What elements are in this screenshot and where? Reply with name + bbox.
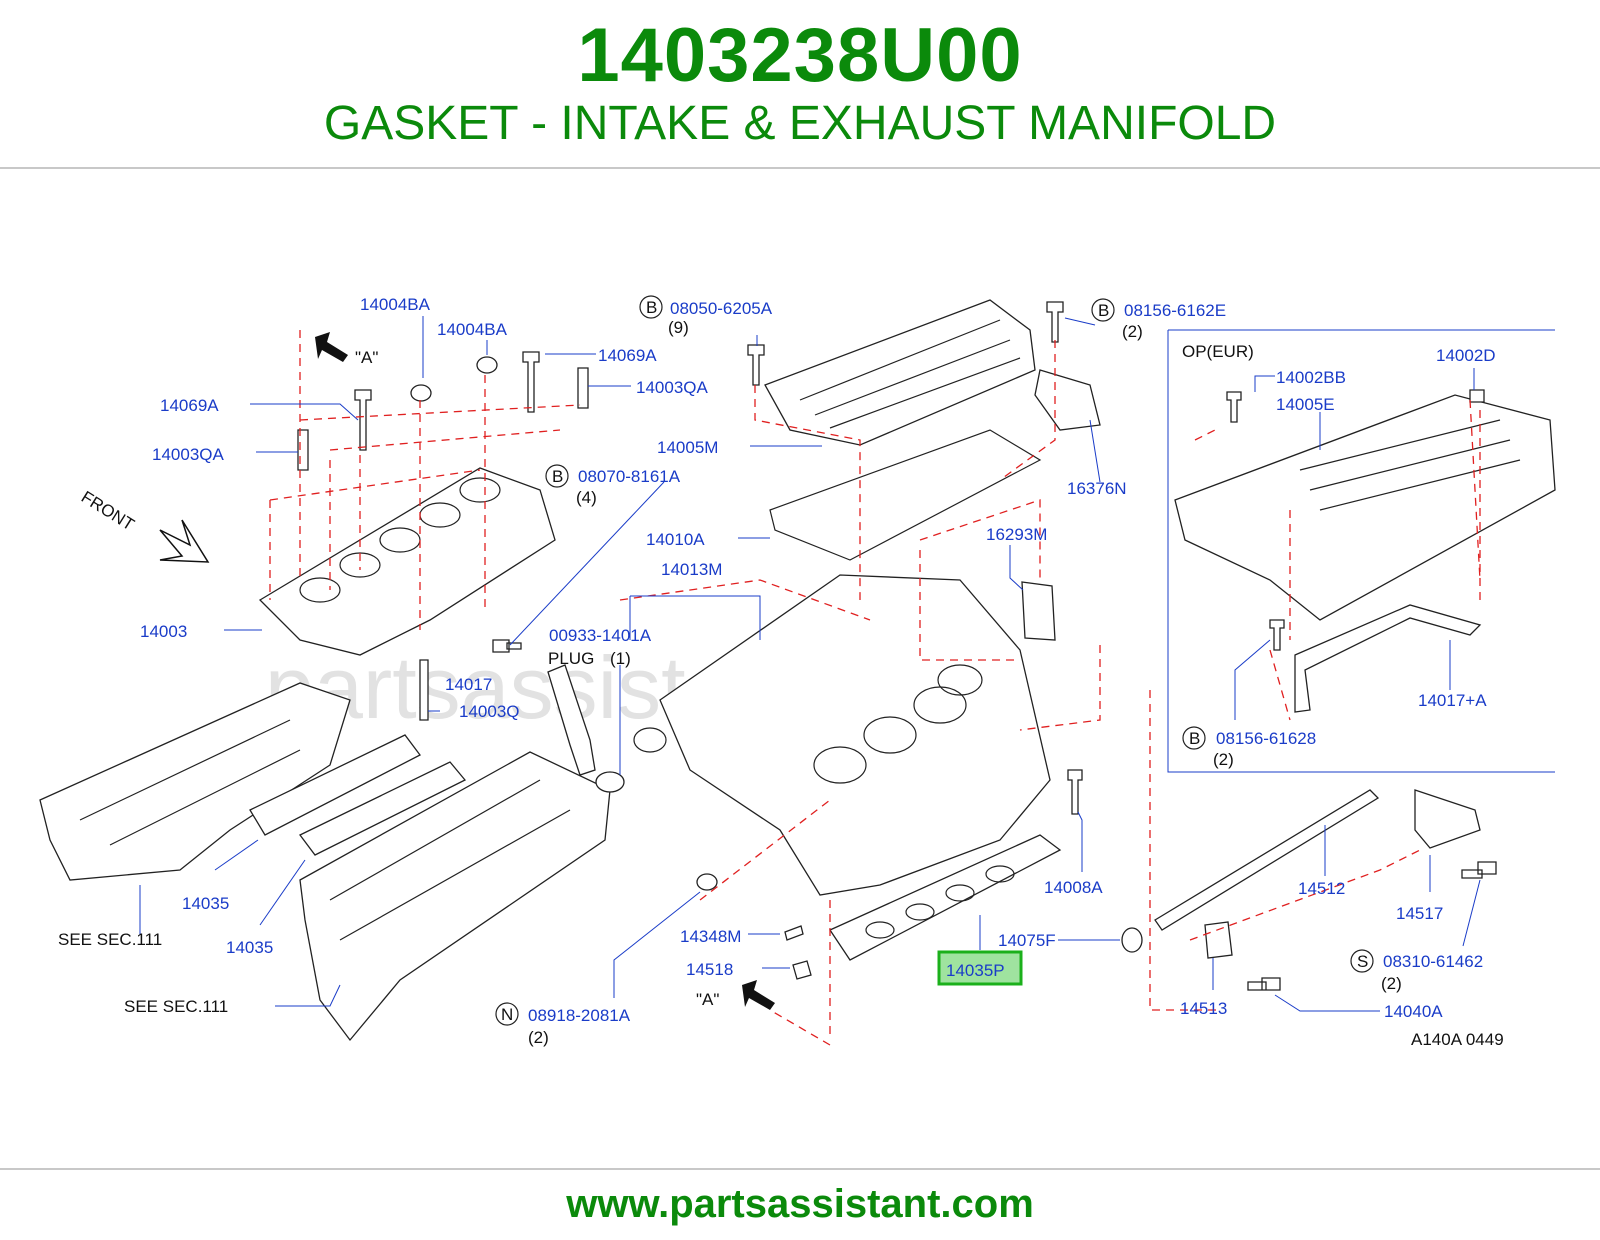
svg-text:N: N bbox=[501, 1005, 513, 1024]
label-14003QA-1[interactable]: 14003QA bbox=[636, 378, 708, 397]
gasket-16293M bbox=[1021, 581, 1056, 641]
label-14005E[interactable]: 14005E bbox=[1276, 395, 1335, 414]
label-14348M[interactable]: 14348M bbox=[680, 927, 741, 946]
front-label: FRONT bbox=[78, 487, 138, 534]
intake-manifold-14013M bbox=[633, 574, 1051, 896]
op-eur-frame bbox=[1167, 329, 1555, 773]
svg-text:S: S bbox=[1357, 952, 1368, 971]
collector-cover-14005M bbox=[764, 299, 1036, 446]
label-14005M[interactable]: 14005M bbox=[657, 438, 718, 457]
label-14040A[interactable]: 14040A bbox=[1384, 1002, 1443, 1021]
assembly-lines bbox=[269, 330, 1481, 1046]
label-14004BA-2[interactable]: 14004BA bbox=[437, 320, 508, 339]
label-08918-2081A[interactable]: 08918-2081A bbox=[528, 1006, 631, 1025]
label-14513[interactable]: 14513 bbox=[1180, 999, 1227, 1018]
valve-14517 bbox=[1414, 789, 1481, 849]
label-14069A-1[interactable]: 14069A bbox=[598, 346, 657, 365]
footer-url[interactable]: www.partsassistant.com bbox=[566, 1182, 1034, 1226]
label-08310-61462[interactable]: 08310-61462 bbox=[1383, 952, 1483, 971]
callout-b-08070: B bbox=[545, 464, 569, 488]
rail-14512 bbox=[1154, 789, 1380, 931]
gasket-14513 bbox=[1204, 921, 1233, 959]
qty-1: (1) bbox=[610, 649, 631, 668]
view-a-label-top: "A" bbox=[355, 348, 378, 367]
diagram-code: A140A 0449 bbox=[1411, 1030, 1504, 1049]
label-14017A[interactable]: 14017+A bbox=[1418, 691, 1487, 710]
label-08050-6205A[interactable]: 08050-6205A bbox=[670, 299, 773, 318]
view-a-label-bottom: "A" bbox=[696, 990, 719, 1009]
svg-text:B: B bbox=[1189, 729, 1200, 748]
label-14002BB[interactable]: 14002BB bbox=[1276, 368, 1346, 387]
gasket-14035-b bbox=[299, 761, 467, 856]
view-a-arrow-icon-bottom bbox=[742, 980, 775, 1010]
bracket-14017 bbox=[547, 664, 596, 776]
callout-s-08310: S bbox=[1350, 949, 1374, 973]
label-14069A-2[interactable]: 14069A bbox=[160, 396, 219, 415]
label-16293M[interactable]: 16293M bbox=[986, 525, 1047, 544]
callout-b-08050: B bbox=[639, 295, 663, 319]
header-divider bbox=[0, 167, 1600, 169]
highlight-14035P bbox=[937, 950, 1023, 986]
callout-b-08156e: B bbox=[1091, 298, 1115, 322]
qty-2-08918: (2) bbox=[528, 1028, 549, 1047]
footer-divider bbox=[0, 1168, 1600, 1170]
svg-text:B: B bbox=[646, 298, 657, 317]
label-08156-61628[interactable]: 08156-61628 bbox=[1216, 729, 1316, 748]
label-14017[interactable]: 14017 bbox=[445, 675, 492, 694]
callout-n-08918: N bbox=[495, 1002, 519, 1026]
label-14512[interactable]: 14512 bbox=[1298, 879, 1345, 898]
plug-label: PLUG bbox=[548, 649, 594, 668]
gasket-14035-a bbox=[249, 734, 421, 836]
qty-9: (9) bbox=[668, 318, 689, 337]
engine-cover-14005E bbox=[1174, 394, 1556, 621]
cylinder-head-right bbox=[299, 751, 611, 1042]
label-14004BA-1[interactable]: 14004BA bbox=[360, 295, 431, 314]
bolts bbox=[297, 301, 1497, 991]
label-14035-1[interactable]: 14035 bbox=[182, 894, 229, 913]
label-14517[interactable]: 14517 bbox=[1396, 904, 1443, 923]
bushing-14075F bbox=[1121, 927, 1143, 953]
qty-2-08310: (2) bbox=[1381, 974, 1402, 993]
callout-b-08156-61628: B bbox=[1182, 726, 1206, 750]
label-08070-8161A[interactable]: 08070-8161A bbox=[578, 467, 681, 486]
gasket-14010A bbox=[769, 429, 1042, 561]
label-14035P[interactable]: 14035P bbox=[946, 961, 1005, 980]
qty-2-08156-61628: (2) bbox=[1213, 750, 1234, 769]
label-14003[interactable]: 14003 bbox=[140, 622, 187, 641]
see-sec-111-1: SEE SEC.111 bbox=[58, 930, 162, 949]
part-description: GASKET - INTAKE & EXHAUST MANIFOLD bbox=[323, 97, 1277, 150]
plug-00933 bbox=[595, 771, 625, 793]
svg-text:B: B bbox=[552, 467, 563, 486]
label-14002D[interactable]: 14002D bbox=[1436, 346, 1496, 365]
qty-2-08156e: (2) bbox=[1122, 322, 1143, 341]
label-14010A[interactable]: 14010A bbox=[646, 530, 705, 549]
bracket-14017A bbox=[1294, 604, 1482, 713]
label-14518[interactable]: 14518 bbox=[686, 960, 733, 979]
front-arrow-icon bbox=[159, 519, 210, 563]
label-14008A[interactable]: 14008A bbox=[1044, 878, 1103, 897]
leader-lines bbox=[139, 316, 1481, 1012]
label-14035-2[interactable]: 14035 bbox=[226, 938, 273, 957]
notes: (9) (4) (2) PLUG (1) (2) (2) (2) OP(EUR)… bbox=[58, 318, 1504, 1049]
intake-manifold-14003 bbox=[258, 467, 556, 656]
qty-4: (4) bbox=[576, 488, 597, 507]
part-labels: 14004BA 14004BA 14069A 14003QA 14069A 14… bbox=[140, 295, 1496, 1025]
gasket-14035P bbox=[829, 834, 1062, 961]
cylinder-head-left bbox=[39, 682, 351, 881]
svg-text:B: B bbox=[1098, 301, 1109, 320]
op-eur-label: OP(EUR) bbox=[1182, 342, 1254, 361]
see-sec-111-2: SEE SEC.111 bbox=[124, 997, 228, 1016]
label-14075F[interactable]: 14075F bbox=[998, 931, 1056, 950]
label-14003Q[interactable]: 14003Q bbox=[459, 702, 520, 721]
part-number: 1403238U00 bbox=[577, 13, 1023, 98]
label-08156-6162E[interactable]: 08156-6162E bbox=[1124, 301, 1226, 320]
view-a-arrow-icon-top bbox=[315, 332, 348, 362]
front-indicator: FRONT bbox=[78, 487, 210, 563]
bracket-16376N bbox=[1034, 369, 1101, 431]
label-14003QA-2[interactable]: 14003QA bbox=[152, 445, 224, 464]
label-16376N[interactable]: 16376N bbox=[1067, 479, 1127, 498]
label-00933-1401A[interactable]: 00933-1401A bbox=[549, 626, 652, 645]
label-14013M[interactable]: 14013M bbox=[661, 560, 722, 579]
